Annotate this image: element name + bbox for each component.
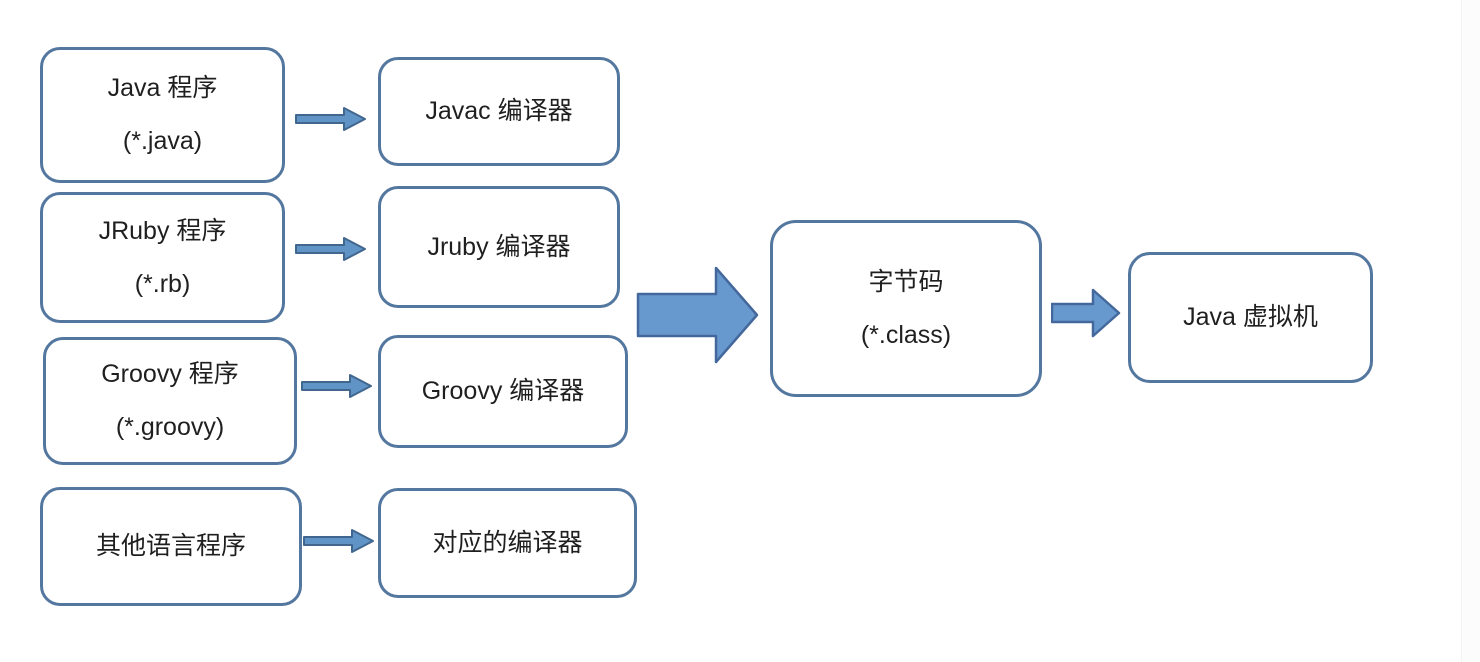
- box-jruby-compiler-label: Jruby 编译器: [427, 232, 571, 261]
- box-java-source-line2: (*.java): [122, 127, 203, 155]
- arrow-java-to-javac-icon: [295, 107, 366, 131]
- box-groovy-source-line2: (*.groovy): [115, 413, 225, 441]
- box-other-source-line1: 其他语言程序: [95, 532, 246, 560]
- arrow-bytecode-to-jvm-icon: [1051, 288, 1121, 338]
- box-groovy-compiler-label: Groovy 编译器: [421, 377, 585, 405]
- box-jvm: Java 虚拟机: [1128, 252, 1373, 383]
- box-javac-compiler-label: Javac 编译器: [425, 97, 573, 125]
- box-other-compiler-label: 对应的编译器: [432, 528, 583, 557]
- arrow-jruby-to-compiler-icon: [295, 237, 366, 261]
- page-edge-strip: [1461, 0, 1480, 662]
- box-javac-compiler: Javac 编译器: [378, 57, 620, 166]
- box-other-source: 其他语言程序: [40, 487, 302, 606]
- box-jruby-source-line1: JRuby 程序: [98, 216, 227, 245]
- box-jruby-compiler: Jruby 编译器: [378, 186, 620, 308]
- arrow-compilers-to-bytecode-icon: [636, 266, 759, 364]
- box-bytecode-line1: 字节码: [868, 267, 944, 296]
- box-java-source: Java 程序 (*.java): [40, 47, 285, 183]
- box-other-compiler: 对应的编译器: [378, 488, 637, 598]
- box-groovy-compiler: Groovy 编译器: [378, 335, 628, 448]
- box-jruby-source-line2: (*.rb): [134, 269, 191, 298]
- box-bytecode: 字节码 (*.class): [770, 220, 1042, 397]
- box-jruby-source: JRuby 程序 (*.rb): [40, 192, 285, 323]
- box-bytecode-line2: (*.class): [860, 320, 952, 349]
- arrow-other-to-compiler-icon: [303, 529, 374, 553]
- box-groovy-source: Groovy 程序 (*.groovy): [43, 337, 297, 465]
- box-jvm-label: Java 虚拟机: [1183, 303, 1318, 331]
- box-groovy-source-line1: Groovy 程序: [101, 360, 239, 388]
- box-java-source-line1: Java 程序: [107, 74, 218, 102]
- arrow-groovy-to-compiler-icon: [301, 374, 372, 398]
